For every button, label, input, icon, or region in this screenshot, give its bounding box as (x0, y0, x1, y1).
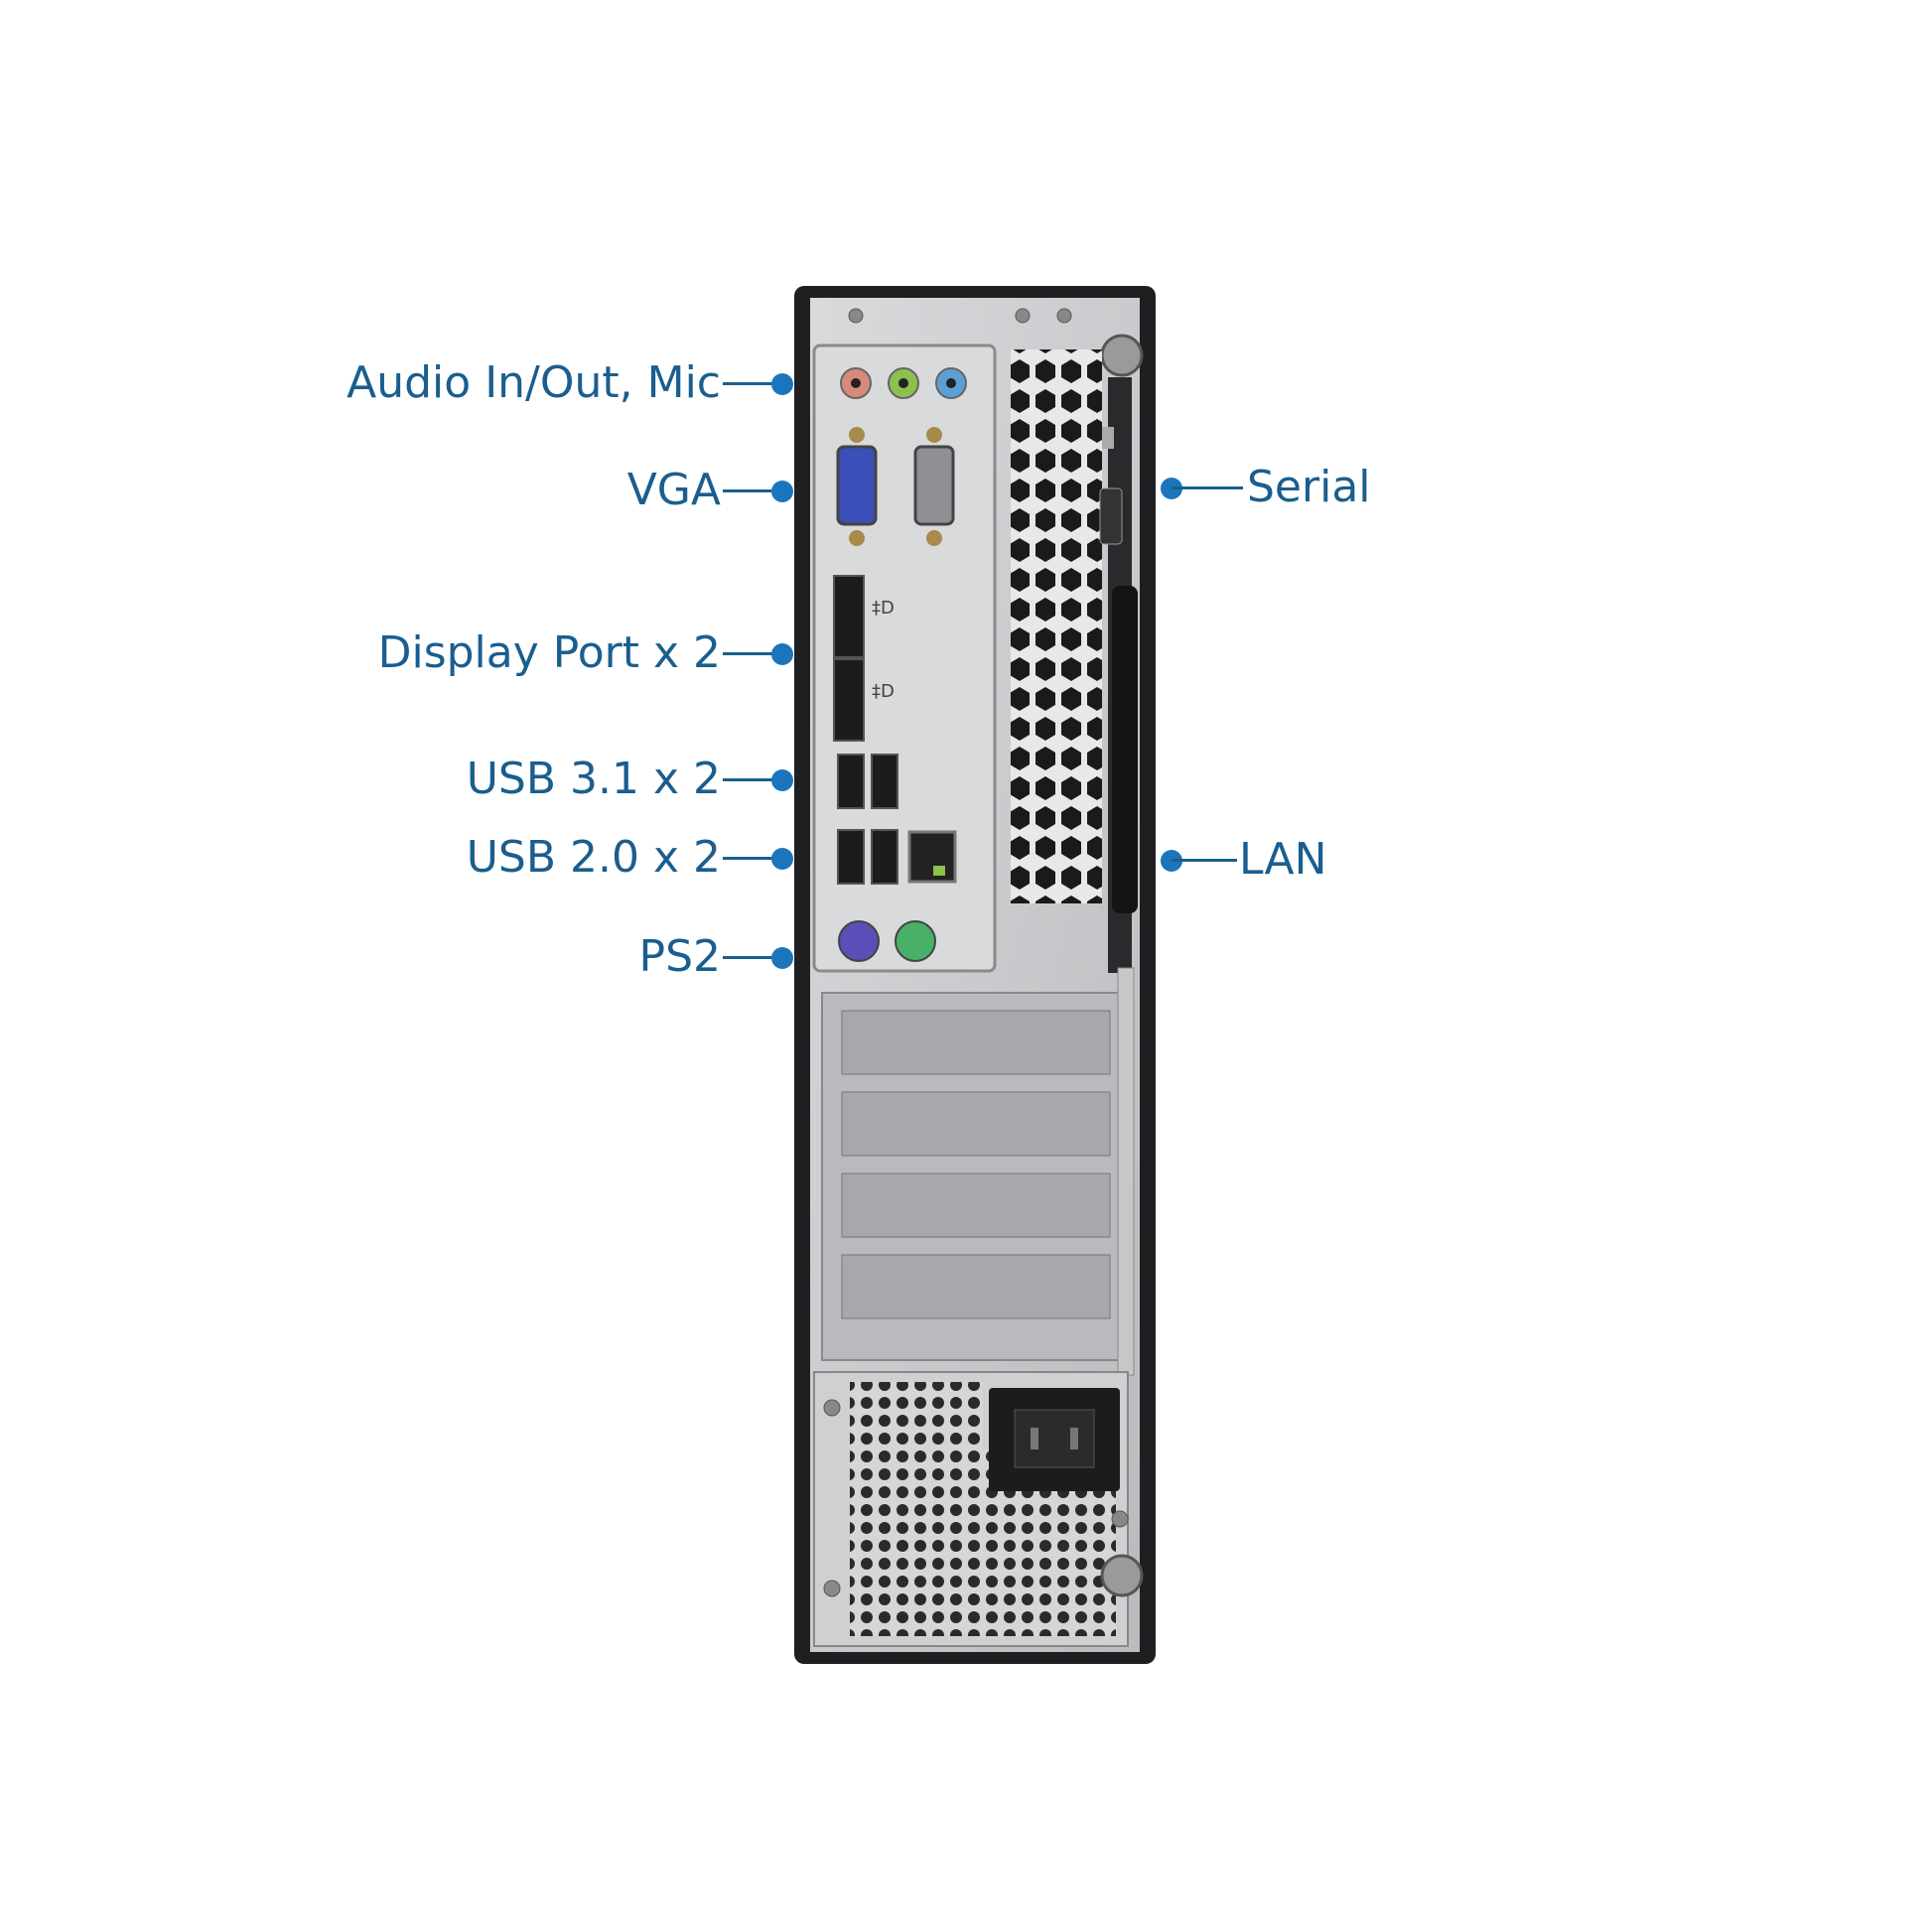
thumbscrew-icon (1100, 334, 1144, 377)
callout-leader (723, 382, 778, 385)
lan-port (907, 830, 957, 884)
usb31-port-1 (837, 754, 865, 809)
vga-port (836, 445, 878, 526)
svg-text:‡D: ‡D (872, 598, 895, 619)
callout-label-lan: LAN (1239, 834, 1327, 885)
callout-label-ps2: PS2 (638, 931, 721, 982)
screw-icon (1111, 1510, 1129, 1528)
screw-icon (848, 308, 864, 324)
callout-leader (723, 857, 778, 860)
screw-icon (1015, 308, 1031, 324)
screw-icon (1056, 308, 1072, 324)
usb20-port-2 (871, 829, 898, 885)
callout-leader (723, 778, 778, 781)
usb31-port-2 (871, 754, 898, 809)
callout-dot (771, 769, 793, 791)
displayport-2 (833, 658, 865, 742)
ps2-keyboard-port (838, 920, 880, 962)
hex-vent (1011, 349, 1102, 903)
callout-dot (771, 947, 793, 969)
callout-label-usb31: USB 3.1 x 2 (466, 754, 721, 804)
callout-dot (771, 373, 793, 395)
callout-label-vga: VGA (626, 465, 721, 515)
thumbscrew-icon (1100, 1554, 1144, 1597)
callout-leader (723, 489, 778, 492)
screw-icon (823, 1580, 841, 1597)
callout-label-displayport: Display Port x 2 (377, 627, 721, 678)
callout-label-usb20: USB 2.0 x 2 (466, 832, 721, 883)
callout-dot (771, 848, 793, 870)
screw-icon (823, 1399, 841, 1417)
callout-label-audio: Audio In/Out, Mic (346, 357, 721, 408)
callout-dot (771, 481, 793, 502)
callout-dot (771, 643, 793, 665)
callout-label-serial: Serial (1247, 462, 1371, 512)
svg-text:‡D: ‡D (872, 681, 895, 702)
serial-port (913, 445, 955, 526)
callout-leader (1172, 486, 1243, 489)
ps2-mouse-port (895, 920, 936, 962)
callout-leader (723, 652, 778, 655)
callout-leader (723, 956, 778, 959)
callout-leader (1172, 859, 1237, 862)
usb20-port-1 (837, 829, 865, 885)
displayport-1 (833, 575, 865, 658)
